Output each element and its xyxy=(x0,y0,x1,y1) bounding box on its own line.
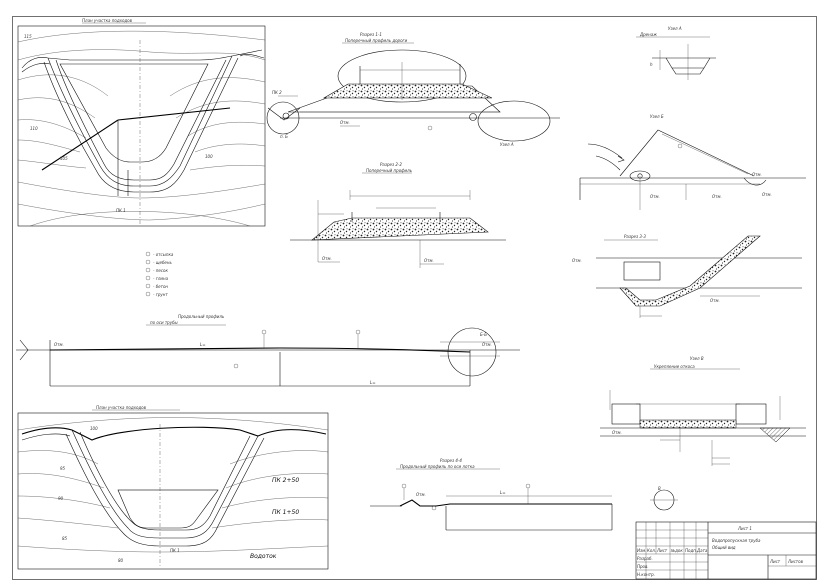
svg-text:Отм.: Отм. xyxy=(572,258,582,263)
svg-text:Б-Б: Б-Б xyxy=(480,332,487,337)
svg-text:Отм.: Отм. xyxy=(762,192,772,197)
legend-item-5: - бетон xyxy=(153,284,168,289)
bottom-label-1: ПК 2+50 xyxy=(272,477,299,484)
node-c: Узел В Укрепление откоса Отм. xyxy=(600,356,806,466)
section-mid-subtitle: Поперечный профиль xyxy=(366,168,413,173)
svg-text:ПК 1: ПК 1 xyxy=(116,208,126,213)
stamp-line-2: Общий вид xyxy=(712,545,736,550)
legend-item-2: - щебень xyxy=(153,260,172,265)
stamp-cell-1: Изм. xyxy=(637,548,646,553)
stamp-cell-3: Лист xyxy=(656,548,668,553)
node-c-subtitle: Укрепление откоса xyxy=(654,364,695,369)
svg-text:110: 110 xyxy=(30,126,38,131)
svg-text:ПК 1: ПК 1 xyxy=(170,548,180,553)
legend-item-4: - глина xyxy=(153,276,169,281)
section-right-title: Разрез 3-3 xyxy=(624,234,646,239)
svg-text:105: 105 xyxy=(60,156,68,161)
svg-text:Отм.: Отм. xyxy=(54,342,64,347)
profile-bottom-subtitle: Продольный профиль по оси лотка xyxy=(400,464,475,469)
svg-text:Отм.: Отм. xyxy=(340,120,350,125)
legend-item-6: - грунт xyxy=(153,292,168,297)
stamp-title: Лист 1 xyxy=(737,526,752,531)
node-c-title: Узел В xyxy=(690,356,704,361)
legend-item-1: - отсыпка xyxy=(153,252,174,257)
bottom-mark-3: 90 xyxy=(58,496,64,501)
node-a-subtitle: Дренаж xyxy=(639,32,657,37)
bottom-mark-1: 100 xyxy=(90,426,98,431)
svg-text:Отм.: Отм. xyxy=(712,194,722,199)
sheet-border xyxy=(12,16,817,580)
profile-bottom: Разрез 4-4 Продольный профиль по оси лот… xyxy=(370,458,678,531)
svg-text:L=: L= xyxy=(200,342,206,347)
stamp-cell-5: Подп. xyxy=(685,548,697,553)
bottom-label-2: ПК 1+50 xyxy=(272,509,299,516)
svg-text:Отм.: Отм. xyxy=(612,430,622,435)
stamp-row-3: Н.контр. xyxy=(637,572,655,577)
node-a: Узел А Дренаж h xyxy=(636,26,716,80)
bottom-mark-5: 80 xyxy=(118,558,124,563)
stamp-sheet: Лист xyxy=(769,559,781,564)
stamp-cell-6: Дата xyxy=(696,548,708,553)
section-top-subtitle: Поперечный профиль дороги xyxy=(345,38,408,43)
svg-text:Отм.: Отм. xyxy=(650,194,660,199)
legend-item-3: - песок xyxy=(153,268,168,273)
plan-bottom-caption: План участка подходов xyxy=(96,405,147,410)
stamp-line-1: Водопропускная труба xyxy=(712,538,761,543)
plan-top-caption: План участка подходов xyxy=(82,18,133,23)
stamp-sheets: Листов xyxy=(787,559,804,564)
stamp-row-1: Разраб. xyxy=(637,556,653,561)
plan-bottom: План участка подходов 100 95 90 85 80 ПК… xyxy=(17,405,329,570)
bottom-label-3: Водоток xyxy=(250,553,277,560)
svg-text:Отм.: Отм. xyxy=(752,172,762,177)
section-right: Разрез 3-3 Отм. Отм. xyxy=(572,234,802,318)
stamp-row-2: Пров. xyxy=(637,564,649,569)
bottom-mark-2: 95 xyxy=(60,466,66,471)
svg-text:100: 100 xyxy=(205,154,213,159)
stamp-cell-2: Кол. xyxy=(647,548,656,553)
section-mid: Разрез 2-2 Поперечный профиль Отм. Отм. xyxy=(290,162,506,268)
legend: - отсыпка - щебень - песок - глина - бет… xyxy=(145,251,174,297)
node-b-title: Узел Б xyxy=(650,114,664,119)
profile-long-title: Продольный профиль xyxy=(178,314,225,319)
node-a-title: Узел А xyxy=(668,26,682,31)
stamp-cell-4: №док xyxy=(670,548,683,553)
section-top-title: Разрез 1-1 xyxy=(360,32,382,37)
svg-text:ПК 2: ПК 2 xyxy=(272,90,282,95)
profile-bottom-title: Разрез 4-4 xyxy=(440,458,462,463)
svg-text:115: 115 xyxy=(24,34,32,39)
svg-text:L=: L= xyxy=(500,490,506,495)
svg-text:L=: L= xyxy=(370,380,376,385)
plan-top: План участка подходов 115 110 105 100 ПК… xyxy=(17,18,266,227)
node-b: Узел Б Отм. Отм. Отм. Отм. xyxy=(579,114,806,210)
svg-text:Отм.: Отм. xyxy=(482,342,492,347)
svg-text:В: В xyxy=(658,486,661,491)
svg-text:Отм.: Отм. xyxy=(710,298,720,303)
svg-text:Узел А: Узел А xyxy=(500,142,514,147)
svg-text:Отм.: Отм. xyxy=(322,256,332,261)
svg-text:Отм.: Отм. xyxy=(424,258,434,263)
svg-text:Отм.: Отм. xyxy=(416,492,426,497)
section-top: Разрез 1-1 Поперечный профиль дороги ПК … xyxy=(266,32,560,147)
svg-text:п. Б: п. Б xyxy=(280,134,288,139)
profile-long: Продольный профиль по оси трубы Отм. L= … xyxy=(16,314,520,387)
bottom-mark-4: 85 xyxy=(62,536,68,541)
svg-text:h: h xyxy=(650,62,653,67)
section-mid-title: Разрез 2-2 xyxy=(380,162,402,167)
title-block: Изм. Кол. Лист №док Подп. Дата Разраб. П… xyxy=(635,521,817,580)
profile-long-subtitle: по оси трубы xyxy=(150,320,178,325)
